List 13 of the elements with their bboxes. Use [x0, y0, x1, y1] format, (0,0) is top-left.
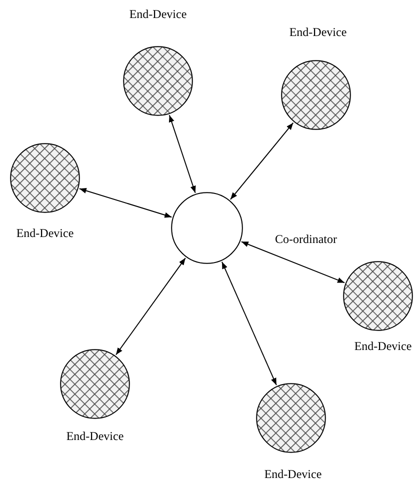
- node-label: End-Device: [264, 467, 322, 482]
- node-label: End-Device: [354, 339, 412, 354]
- node-label: End-Device: [289, 25, 347, 40]
- node-label: Co-ordinator: [275, 232, 337, 247]
- double-arrow: [221, 261, 277, 386]
- double-arrow: [240, 241, 346, 284]
- node-label: End-Device: [66, 429, 124, 444]
- double-arrow: [230, 122, 294, 200]
- double-arrow: [78, 188, 172, 218]
- double-arrow: [116, 258, 186, 356]
- node-label: End-Device: [16, 226, 74, 241]
- node-label: End-Device: [129, 7, 187, 22]
- double-arrow: [168, 114, 196, 194]
